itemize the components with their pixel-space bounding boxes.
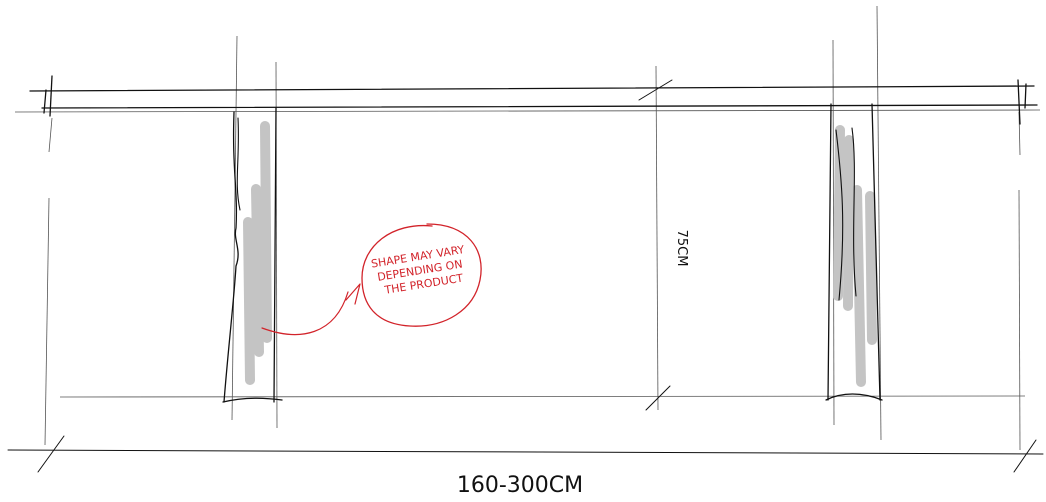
annotation-callout: SHAPE MAY VARY DEPENDING ON THE PRODUCT [261,223,482,336]
width-dimension-label: 160-300CM [457,473,583,498]
width-dimension-line [7,435,1044,473]
construction-lines [14,5,1041,451]
right-leg [825,103,883,401]
svg-text:SHAPE MAY VARY DEPENDING: SHAPE MAY VARY DEPENDING ON THE PRODUCT [370,242,473,298]
left-leg [222,107,283,403]
height-dimension-line [638,79,673,411]
table-top [29,75,1038,125]
height-dimension-label: 75CM [674,230,689,267]
